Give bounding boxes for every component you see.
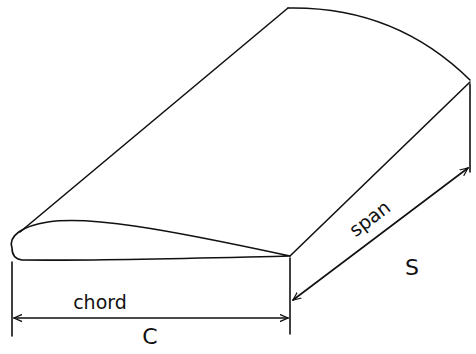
dimension-symbol: S	[405, 257, 419, 279]
extension-line	[289, 258, 291, 334]
trailing-edge-line	[290, 82, 470, 256]
extension-line	[11, 262, 13, 336]
airfoil-section	[11, 220, 290, 260]
tip-curve	[288, 8, 470, 80]
span-dimension	[293, 168, 468, 300]
dimension-name: chord	[73, 293, 127, 312]
chord-dimension	[14, 317, 288, 319]
extension-line	[469, 84, 471, 172]
dimension-symbol: C	[142, 326, 157, 348]
dimension-name: span	[346, 197, 394, 240]
leading-edge-line	[20, 8, 288, 232]
